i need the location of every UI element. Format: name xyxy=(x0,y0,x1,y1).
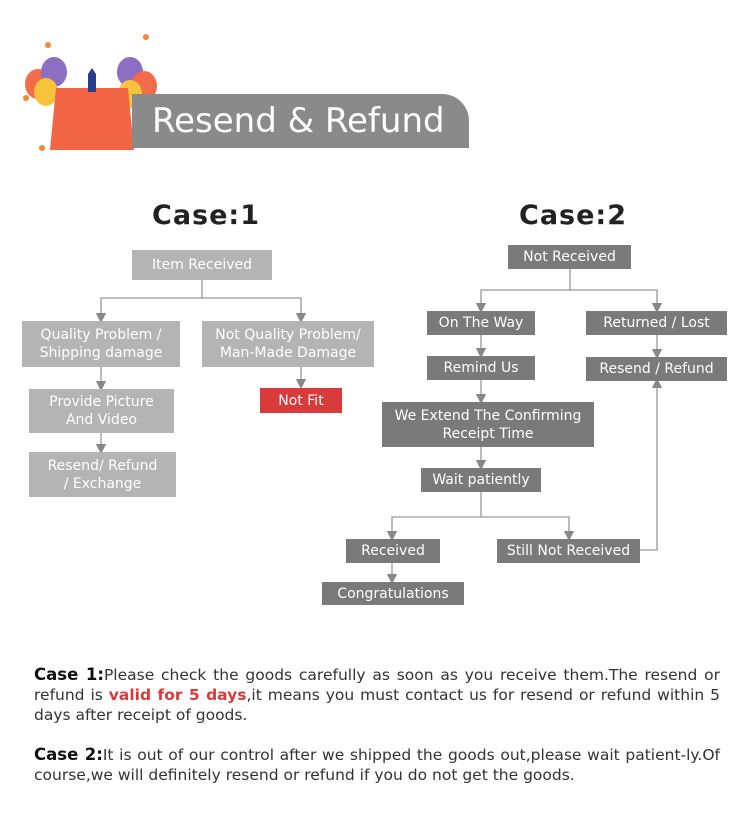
node-extend-time: We Extend The Confirming Receipt Time xyxy=(382,402,594,447)
shopping-bag-balloons-icon xyxy=(23,34,157,151)
connector-notreceived-branch xyxy=(475,269,571,314)
note-case1: Case 1:Please check the goods carefully … xyxy=(34,665,720,725)
node-received: Received xyxy=(346,539,440,563)
node-remind-us: Remind Us xyxy=(427,356,535,380)
node-still-not-received: Still Not Received xyxy=(497,539,640,563)
node-provide-picture: Provide Picture And Video xyxy=(29,389,174,433)
title-banner xyxy=(132,94,469,148)
connector-item-branch xyxy=(95,280,203,324)
case1-title: Case:1 xyxy=(152,200,261,231)
node-on-the-way: On The Way xyxy=(427,311,535,335)
note-case2: Case 2:It is out of our control after we… xyxy=(34,745,720,785)
node-quality-problem: Quality Problem / Shipping damage xyxy=(22,321,180,367)
node-resend-refund: Resend / Refund xyxy=(586,357,727,381)
note-case1-text-a: Please check the goods carefully as soon… xyxy=(34,666,720,704)
page-title: Resend & Refund xyxy=(152,101,445,141)
node-item-received: Item Received xyxy=(132,250,272,280)
node-not-received: Not Received xyxy=(508,245,631,269)
note-case1-label: Case 1: xyxy=(34,665,104,684)
node-congratulations: Congratulations xyxy=(322,582,464,605)
header-logo xyxy=(18,28,168,158)
connector-wait-branch xyxy=(386,492,482,542)
note-case1-text-b: ,it means you must contact us for resend… xyxy=(34,686,720,724)
node-wait-patiently: Wait patiently xyxy=(421,468,541,492)
case2-title: Case:2 xyxy=(519,200,628,231)
note-case1-highlight: valid for 5 days xyxy=(108,686,247,704)
note-case2-label: Case 2: xyxy=(34,745,103,764)
node-not-quality-problem: Not Quality Problem/ Man-Made Damage xyxy=(202,321,374,367)
connector-wait-branch-right xyxy=(481,516,575,542)
note-case2-text: It is out of our control after we shippe… xyxy=(34,746,720,784)
node-resend-refund-exchange: Resend/ Refund / Exchange xyxy=(29,452,176,497)
connector-item-branch-right xyxy=(202,297,307,324)
connector-notreceived-branch-right xyxy=(570,289,663,314)
node-not-fit: Not Fit xyxy=(260,388,342,413)
node-returned-lost: Returned / Lost xyxy=(586,311,727,335)
connector-still-to-resend xyxy=(640,377,663,551)
